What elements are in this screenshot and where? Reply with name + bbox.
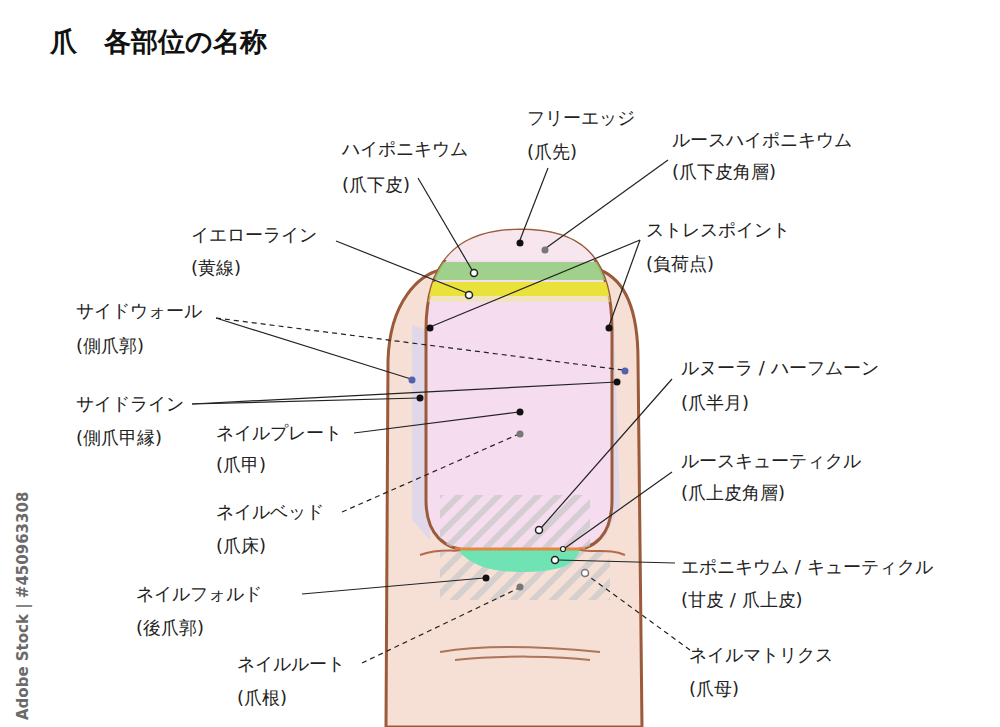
part-name: ハイポニキウム xyxy=(342,138,468,160)
part-name: サイドウォール xyxy=(76,300,202,322)
part-reading: (爪下皮) xyxy=(342,174,410,196)
knuckle-wrinkle xyxy=(440,647,600,660)
part-reading: (爪下皮角層) xyxy=(672,161,776,183)
part-name: ネイルベッド xyxy=(216,501,324,523)
part-reading: (爪上皮角層) xyxy=(681,482,785,504)
part-reading: (側爪郭) xyxy=(76,335,144,357)
yellow-line xyxy=(420,282,620,296)
part-reading: (黄線) xyxy=(191,257,241,279)
title: 爪 各部位の名称 xyxy=(50,26,267,58)
part-name: イエローライン xyxy=(191,224,317,246)
hyponychium-band xyxy=(420,262,620,280)
part-name: サイドライン xyxy=(76,393,184,415)
eponychium xyxy=(458,550,580,572)
loose-cuticle xyxy=(455,548,585,551)
nail-fold-line xyxy=(420,550,625,555)
part-name: ルヌーラ / ハーフムーン xyxy=(681,357,879,379)
part-reading: (側爪甲縁) xyxy=(76,427,162,449)
part-reading: (爪根) xyxy=(237,687,287,709)
part-name: フリーエッジ xyxy=(527,107,635,129)
part-reading: (甘皮 / 爪上皮) xyxy=(681,589,803,611)
part-reading: (爪床) xyxy=(216,535,266,557)
callout-dots xyxy=(409,240,629,591)
part-name: ネイルプレート xyxy=(216,422,342,444)
watermark: Adobe Stock | #450963308 xyxy=(12,492,34,720)
part-reading: (爪半月) xyxy=(681,392,749,414)
part-name: ストレスポイント xyxy=(646,219,790,241)
part-name: エポニキウム / キューティクル xyxy=(681,556,933,578)
part-reading: (爪甲) xyxy=(216,454,266,476)
leader-lines xyxy=(192,160,690,663)
part-name: ネイルフォルド xyxy=(136,583,262,605)
part-name: ネイルルート xyxy=(237,653,345,675)
part-reading: (後爪郭) xyxy=(136,617,204,639)
part-reading: (爪母) xyxy=(689,678,739,700)
part-name: ルースキューティクル xyxy=(681,450,861,472)
part-reading: (爪先) xyxy=(527,141,577,163)
part-reading: (負荷点) xyxy=(646,253,714,275)
part-name: ネイルマトリクス xyxy=(689,644,833,666)
part-name: ルースハイポニキウム xyxy=(672,129,852,151)
